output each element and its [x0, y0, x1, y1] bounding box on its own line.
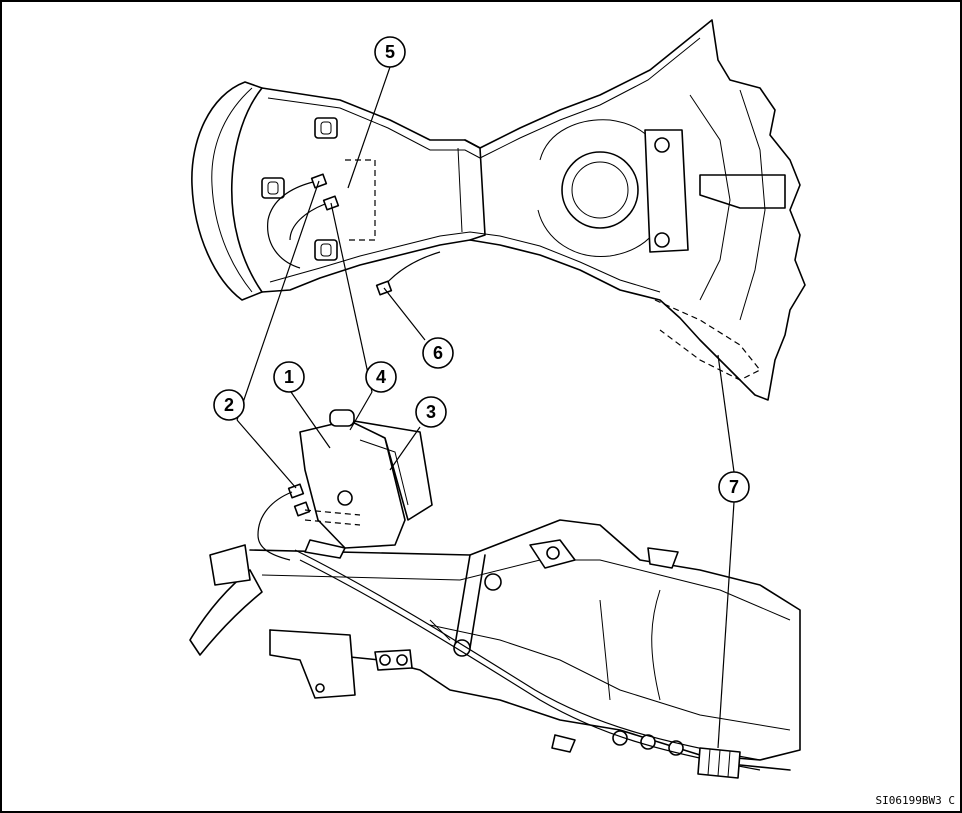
svg-text:4: 4	[376, 367, 386, 387]
svg-text:2: 2	[224, 395, 234, 415]
callout-5: 5	[375, 37, 405, 67]
callout-1: 1	[274, 362, 304, 392]
svg-text:6: 6	[433, 343, 443, 363]
callout-2: 2	[214, 390, 244, 420]
callout-6: 6	[423, 338, 453, 368]
control-unit	[258, 410, 432, 560]
svg-text:1: 1	[284, 367, 294, 387]
upper-frame-assembly	[192, 20, 805, 400]
callout-4: 4	[366, 362, 396, 392]
lower-frame-assembly	[190, 520, 800, 778]
drawing-code: SI06199BW3 C	[876, 794, 955, 807]
svg-text:3: 3	[426, 402, 436, 422]
callout-7: 7	[719, 472, 749, 502]
svg-text:5: 5	[385, 42, 395, 62]
svg-text:7: 7	[729, 477, 739, 497]
callout-3: 3	[416, 397, 446, 427]
